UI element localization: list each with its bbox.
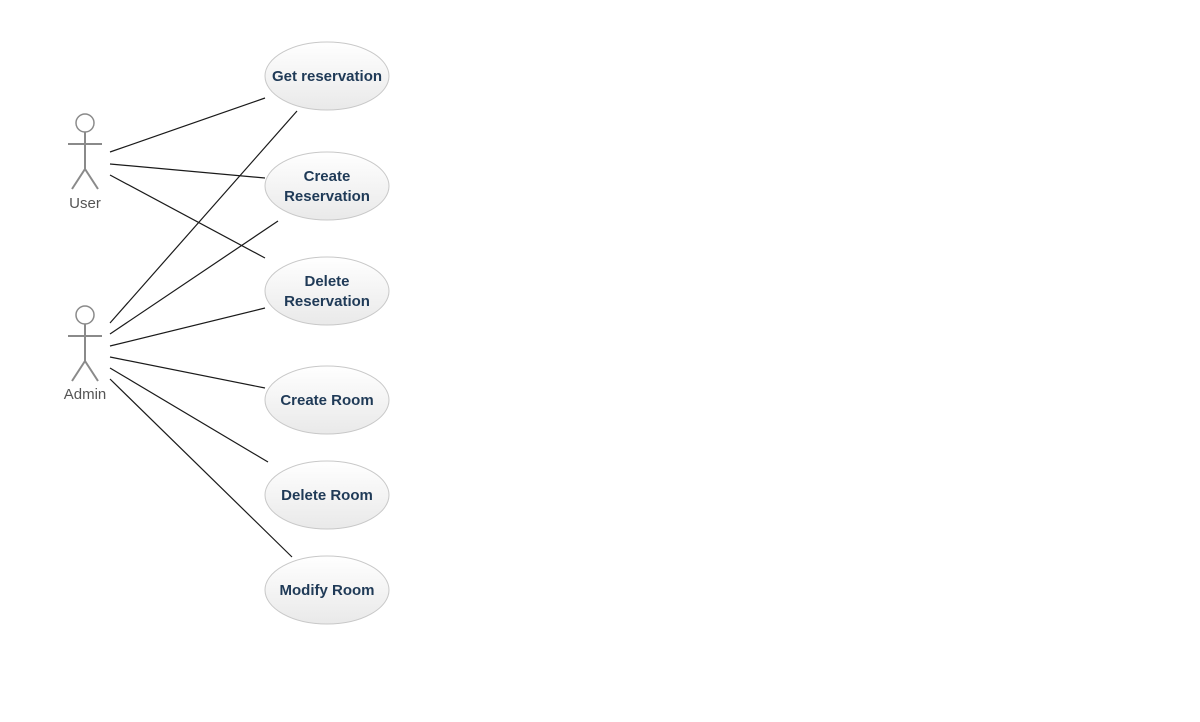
actor-head (75, 305, 95, 325)
use-case-ellipse (264, 256, 390, 326)
use-case-ellipse (264, 555, 390, 625)
use-case-label: Get reservation (272, 68, 382, 85)
actor-left-leg (71, 360, 86, 382)
association-line-admin-modify-room (109, 378, 293, 558)
use-case-ellipse (264, 151, 390, 221)
use-cases-layer: Get reservationCreateReservationDeleteRe… (264, 41, 390, 625)
actor-right-leg (84, 360, 99, 382)
use-case-get-reservation[interactable]: Get reservation (264, 41, 390, 111)
use-case-ellipse (264, 41, 390, 111)
use-case-label: Reservation (284, 188, 370, 205)
association-line-admin-delete-room (109, 367, 269, 463)
association-line-admin-get-reservation (109, 110, 298, 324)
use-case-label: Delete (304, 273, 349, 290)
use-case-create-room[interactable]: Create Room (264, 365, 390, 435)
use-case-delete-room[interactable]: Delete Room (264, 460, 390, 530)
actor-left-leg (71, 168, 86, 190)
actor-right-leg (84, 168, 99, 190)
use-case-label: Create (304, 168, 351, 185)
use-case-label: Create Room (280, 392, 373, 409)
actor-label-admin: Admin (64, 386, 107, 403)
association-line-admin-delete-reservation (109, 307, 266, 347)
use-case-label: Reservation (284, 293, 370, 310)
association-line-admin-create-reservation (109, 220, 279, 335)
use-case-label: Modify Room (280, 582, 375, 599)
actor-user[interactable]: User (68, 113, 102, 212)
actor-label-user: User (69, 195, 101, 212)
association-line-admin-create-room (109, 356, 266, 389)
actor-admin[interactable]: Admin (64, 305, 107, 403)
actor-head (75, 113, 95, 133)
association-line-user-get-reservation (109, 97, 266, 153)
association-line-user-delete-reservation (109, 174, 266, 259)
use-case-ellipse (264, 365, 390, 435)
association-line-user-create-reservation (109, 163, 266, 179)
associations-layer (109, 97, 298, 558)
use-case-label: Delete Room (281, 487, 373, 504)
use-case-ellipse (264, 460, 390, 530)
use-case-modify-room[interactable]: Modify Room (264, 555, 390, 625)
